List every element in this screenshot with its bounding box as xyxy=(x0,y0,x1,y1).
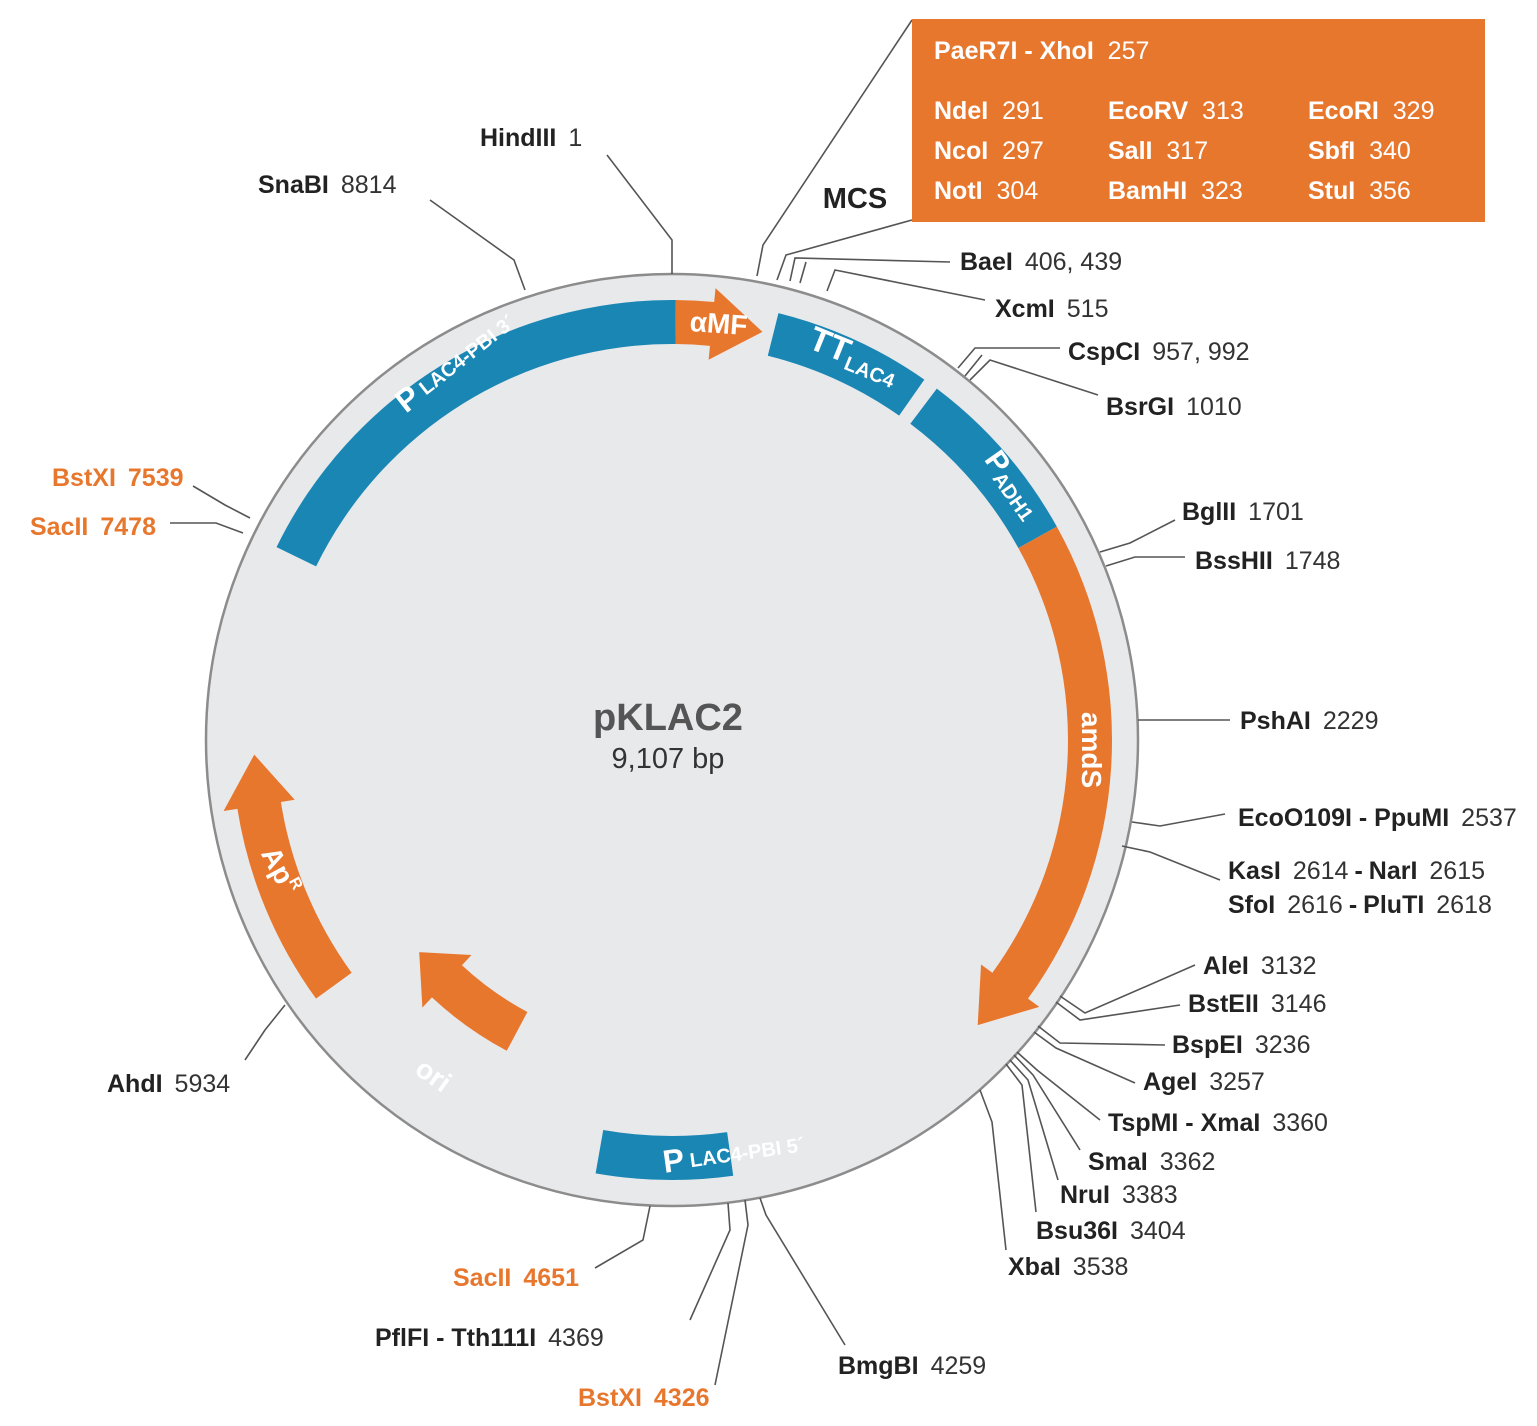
mcs-site: PaeR7I - XhoI 257 xyxy=(934,37,1150,65)
leader-mcs xyxy=(756,19,913,277)
feature-amds xyxy=(977,526,1113,1026)
feature-plac4-pbi3 xyxy=(276,300,676,567)
plasmid-size: 9,107 bp xyxy=(612,743,725,775)
leader-mcs-2 xyxy=(776,219,913,281)
mcs-site: SbfI 340 xyxy=(1308,137,1411,165)
leader-agei xyxy=(1033,1031,1136,1084)
leader-bglii xyxy=(1099,519,1176,553)
feature-label-amf: αMF xyxy=(689,306,749,341)
leader-eco0109i xyxy=(1131,813,1226,827)
leader-nrui xyxy=(1009,1059,1059,1181)
leader-bsteii xyxy=(1055,1001,1181,1021)
leader-baei-1 xyxy=(789,257,951,282)
feature-plac4-pbi5 xyxy=(595,1129,734,1180)
plasmid-backbone xyxy=(204,272,1140,1208)
leader-pflfi xyxy=(689,1202,731,1321)
mcs-label: MCS xyxy=(823,183,887,215)
mcs-site: StuI 356 xyxy=(1308,177,1411,205)
mcs-site: EcoRV 313 xyxy=(1108,97,1244,125)
mcs-site: NcoI 297 xyxy=(934,137,1044,165)
leader-snabi xyxy=(429,199,526,291)
leader-alei xyxy=(1059,964,1196,1014)
mcs-box: PaeR7I - XhoI 257 NdeI 291 NcoI 297 NotI… xyxy=(912,19,1485,222)
leader-smai xyxy=(1013,1054,1081,1151)
mcs-site: NotI 304 xyxy=(934,177,1039,205)
mcs-site: EcoRI 329 xyxy=(1308,97,1435,125)
feature-amf xyxy=(675,288,763,360)
leader-xbai xyxy=(979,1089,1007,1251)
leader-sacii-7478 xyxy=(170,522,244,534)
plasmid-name: pKLAC2 xyxy=(593,697,743,739)
feature-apr xyxy=(223,754,352,999)
leader-bspei xyxy=(1037,1025,1166,1046)
leader-hindiii xyxy=(606,154,673,274)
mcs-site: SalI 317 xyxy=(1108,137,1209,165)
leader-bmgbi xyxy=(759,1197,846,1346)
leader-ahdi xyxy=(244,1004,286,1061)
leader-lines xyxy=(170,19,1230,1386)
mcs-site: BamHI 323 xyxy=(1108,177,1243,205)
leader-bstxi-4326 xyxy=(714,1199,749,1386)
feature-ori xyxy=(419,952,528,1051)
leader-xcmi xyxy=(826,269,986,301)
leader-cspci-2 xyxy=(964,354,983,377)
feature-tt-lac4 xyxy=(767,313,925,416)
leader-bstxi-7539 xyxy=(192,485,251,519)
leader-tspmi xyxy=(1016,1051,1101,1121)
feature-padh1 xyxy=(910,388,1057,549)
feature-label-amds: amdS xyxy=(1076,712,1107,788)
leader-sacii-4651 xyxy=(594,1205,651,1269)
leader-bsu36i xyxy=(1005,1063,1037,1213)
leader-bsshii xyxy=(1105,556,1185,567)
leader-baei-2 xyxy=(799,261,807,284)
leader-cspci-1 xyxy=(957,347,1060,369)
mcs-site: NdeI 291 xyxy=(934,97,1044,125)
leader-bsrgi xyxy=(969,359,1099,396)
leader-kasi xyxy=(1121,845,1221,881)
